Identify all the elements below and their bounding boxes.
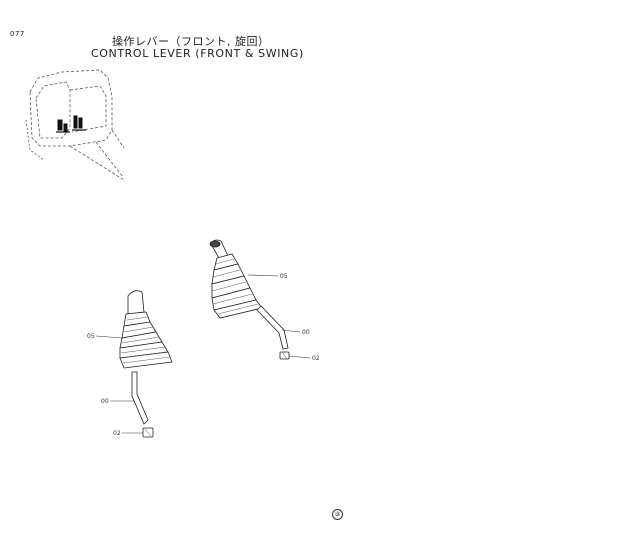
callout-left-boot: 05 (87, 333, 95, 340)
callout-right-lever: 00 (302, 329, 310, 336)
title-english: CONTROL LEVER (FRONT & SWING) (91, 47, 304, 60)
right-lever-assembly (209, 239, 263, 319)
leader-lines (95, 274, 311, 434)
callout-left-nut: 02 (113, 430, 121, 437)
cab-levers-highlight (56, 115, 86, 133)
callout-left-lever: 00 (101, 398, 109, 405)
page-number: 077 (10, 30, 25, 38)
title-japanese: 操作レバー（フロント, 旋回） (112, 35, 270, 48)
left-lever-rod (131, 371, 154, 438)
callout-right-nut: 02 (312, 355, 320, 362)
footer-mark: ⑨ (332, 509, 343, 520)
callout-right-boot: 05 (280, 273, 288, 280)
right-lever-rod (256, 305, 290, 360)
left-lever-assembly (119, 290, 173, 369)
cab-locator-inset (25, 69, 125, 181)
